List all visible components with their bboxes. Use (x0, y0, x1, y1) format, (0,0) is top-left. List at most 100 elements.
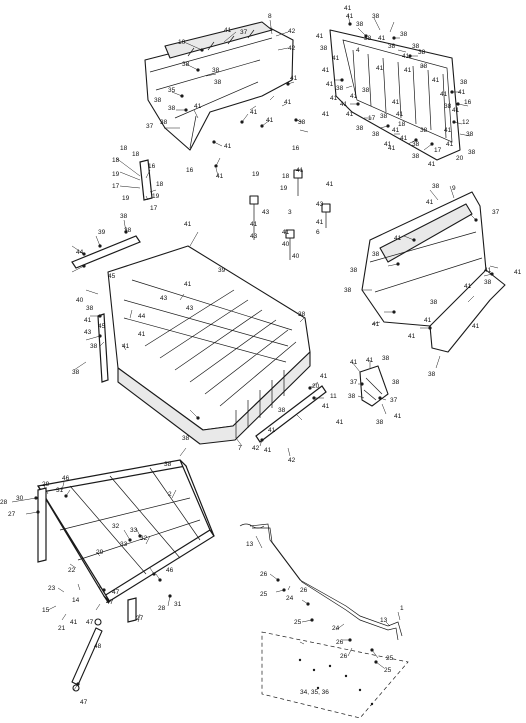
callout: 41 (458, 89, 466, 96)
callout: 41 (384, 141, 392, 148)
callout: 38 (430, 299, 438, 306)
callout: 43 (186, 305, 194, 312)
callout: 40 (76, 297, 84, 304)
callout: 41 (350, 93, 358, 100)
callout: 18 (132, 151, 140, 158)
callout: 20 (456, 155, 464, 162)
callout: 47 (80, 699, 88, 706)
callout: 19 (152, 193, 160, 200)
callout: 16 (464, 99, 472, 106)
callout: 38 (298, 311, 306, 318)
callout: 41 (184, 281, 192, 288)
callout: 38 (372, 131, 380, 138)
callout: 1 (400, 605, 404, 612)
callout: 41 (268, 427, 276, 434)
callout: 38 (278, 407, 286, 414)
callout: 47 (106, 599, 114, 606)
callout: 38 (320, 45, 328, 52)
callout: 43 (84, 329, 92, 336)
callout: 38 (356, 125, 364, 132)
callout: 41 (404, 67, 412, 74)
callout: 43 (262, 209, 270, 216)
callout: 38 (372, 251, 380, 258)
callout: 17 (112, 183, 120, 190)
callout: 38 (400, 31, 408, 38)
callout: 8 (268, 13, 272, 20)
callout: 9 (452, 185, 456, 192)
callout: 4 (356, 47, 360, 54)
callout: 41 (266, 117, 274, 124)
callout: 23 (48, 585, 56, 592)
callout: 41 (70, 619, 78, 626)
callout: 41 (216, 173, 224, 180)
callout: 33 (130, 527, 138, 534)
callout: 37 (492, 209, 500, 216)
callout: 18 (156, 181, 164, 188)
callout: 22 (68, 567, 76, 574)
callout: 38 (382, 355, 390, 362)
callout: 41 (394, 413, 402, 420)
callout: 7 (238, 445, 242, 452)
callout: 48 (94, 643, 102, 650)
callout: 38 (420, 63, 428, 70)
callout: 38 (376, 419, 384, 426)
callout: 16 (292, 145, 300, 152)
callout: 18 (282, 173, 290, 180)
callout: 38 (168, 105, 176, 112)
callout: 17 (434, 147, 442, 154)
callout: 41 (440, 91, 448, 98)
callout-labels: 41 37 10 8 42 42 38 38 35 38 41 38 38 37… (0, 5, 522, 706)
callout: 46 (166, 567, 174, 574)
callout: 38 (428, 371, 436, 378)
callout: 37 (350, 379, 358, 386)
callout: 41 (388, 145, 396, 152)
callout: 43 (250, 233, 258, 240)
callout: 41 (340, 101, 348, 108)
callout: 41 (290, 75, 298, 82)
callout: 41 (84, 317, 92, 324)
callout: 41 (484, 267, 492, 274)
callout: 41 (322, 403, 330, 410)
callout: 35 (168, 87, 176, 94)
callout: 6 (316, 229, 320, 236)
callout: 18 (120, 145, 128, 152)
callout: 42 (288, 45, 296, 52)
bed-frame (36, 459, 215, 623)
callout: 38 (412, 43, 420, 50)
callout: 41 (408, 333, 416, 340)
callout: 13 (246, 541, 254, 548)
callout: 38 (86, 305, 94, 312)
callout: 41 (250, 221, 258, 228)
callout: 17 (150, 205, 158, 212)
callout: 20 (312, 383, 320, 390)
callout: 47 (86, 619, 94, 626)
callout: 38 (124, 227, 132, 234)
callout: 41 (446, 141, 454, 148)
callout: 41 (514, 269, 522, 276)
tailgate-panel (329, 29, 461, 161)
callout: 42 (252, 445, 260, 452)
callout: 26 (300, 587, 308, 594)
callout: 24 (332, 625, 340, 632)
callout: 38 (336, 85, 344, 92)
callout: 38 (356, 21, 364, 28)
cargo-bed-tub (107, 245, 311, 445)
callout: 41 (464, 283, 472, 290)
callout: 41 (400, 135, 408, 142)
bed-side-rails (71, 159, 327, 443)
callout: 41 (428, 161, 436, 168)
callout: 41 (376, 65, 384, 72)
callout: 24 (286, 595, 294, 602)
callout: 38 (160, 119, 168, 126)
callout: 3 (288, 209, 292, 216)
callout: 38 (466, 131, 474, 138)
callout: 44 (138, 313, 146, 320)
callout: 38 (412, 141, 420, 148)
callout: 32 (112, 523, 120, 530)
callout: 31 (56, 487, 64, 494)
callout: 14 (72, 597, 80, 604)
callout: 38 (212, 67, 220, 74)
callout: 28 (158, 605, 166, 612)
callout: 38 (344, 287, 352, 294)
